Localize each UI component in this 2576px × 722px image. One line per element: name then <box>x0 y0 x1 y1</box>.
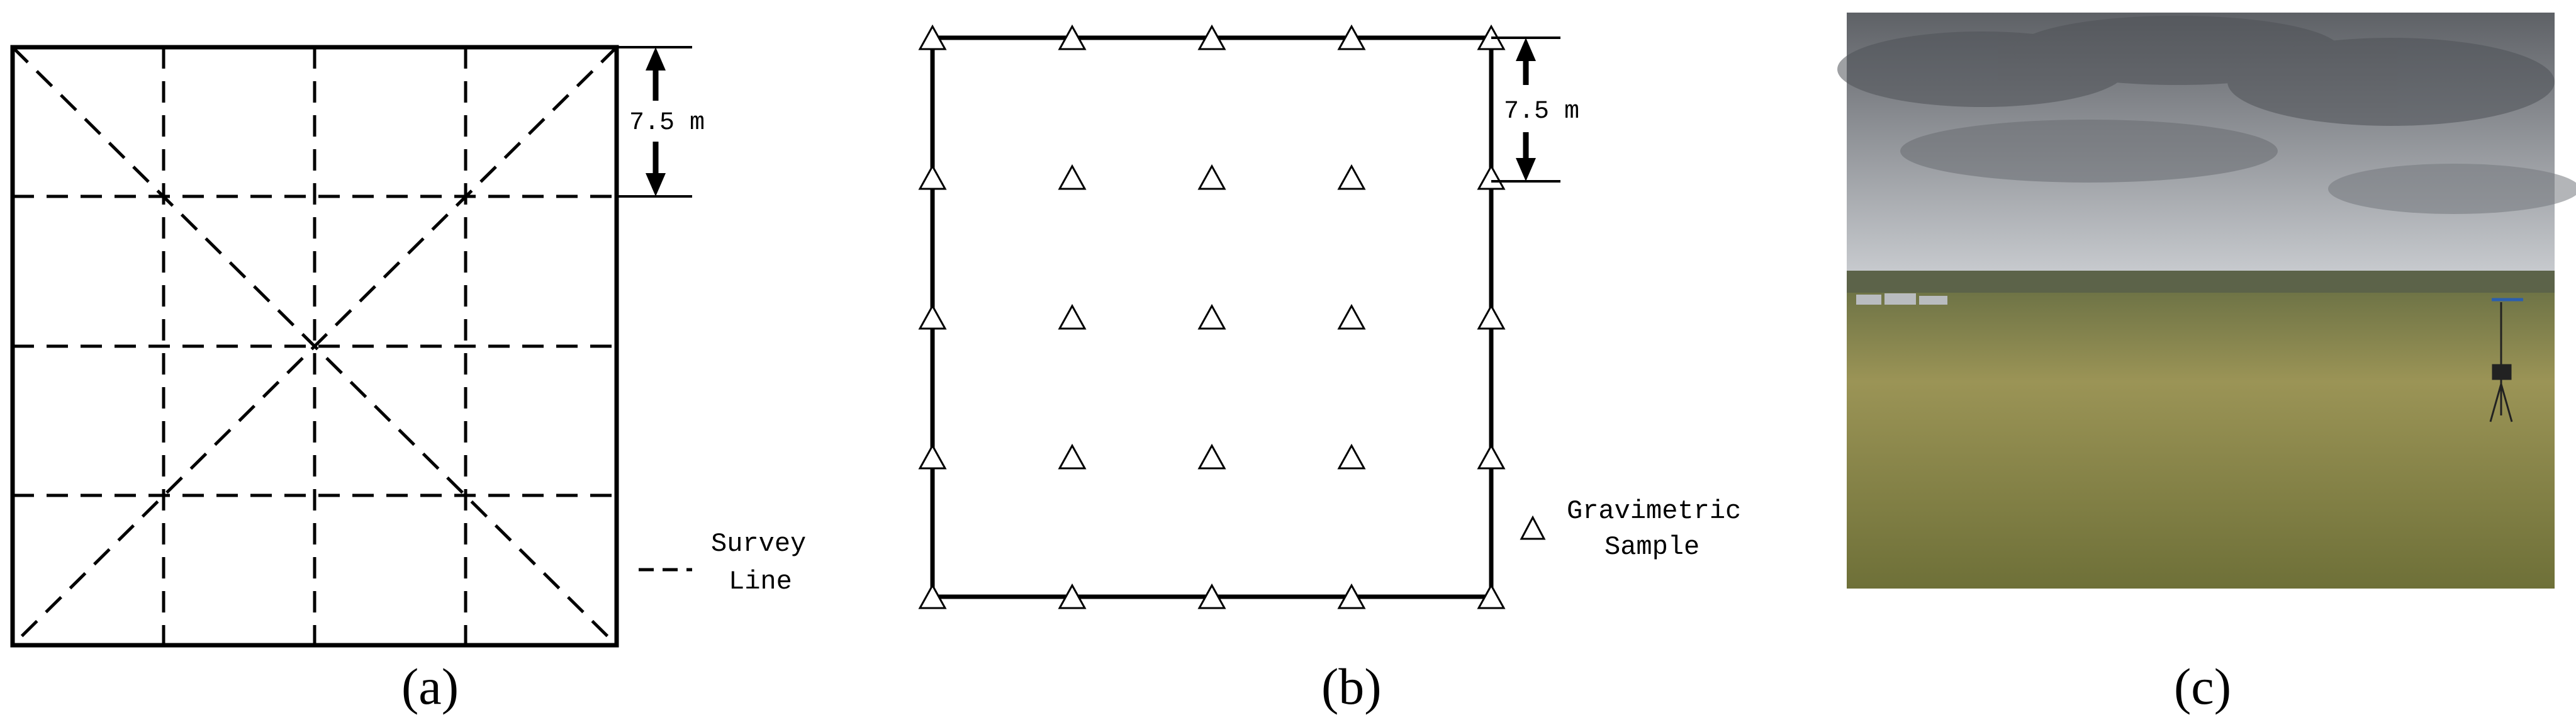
legend-gravimetric-1: Gravimetric <box>1567 496 1741 526</box>
arrow-down-icon <box>1516 158 1536 181</box>
gravimetric-sample-marker <box>918 164 947 190</box>
dimension-label: 7.5 m <box>629 109 705 137</box>
survey-grid-diagram: 7.5 m Survey Line (a) <box>10 45 806 715</box>
photo-grassland <box>1847 293 2555 589</box>
caption-b: (b) <box>1321 658 1382 715</box>
gravimetric-sample-marker <box>1337 583 1366 609</box>
gravimetric-sample-marker <box>1197 164 1226 190</box>
photo-instrument <box>2489 298 2523 422</box>
legend-survey-line-2: Line <box>729 567 792 597</box>
gravimetric-sample-marker <box>918 24 947 50</box>
caption-a: (a) <box>401 658 459 715</box>
panel-c: (c) <box>1825 0 2576 722</box>
gravimetric-sample-marker <box>1477 164 1506 190</box>
gravimetric-sample-marker <box>1058 583 1087 609</box>
gravimetric-sample-marker <box>1337 303 1366 330</box>
dimension-marker <box>617 46 692 198</box>
gravimetric-sample-marker <box>1477 583 1506 609</box>
legend-survey-line-1: Survey <box>711 529 806 559</box>
gravimetric-sample-marker <box>1477 303 1506 330</box>
gravimetric-sample-marker <box>1058 443 1087 470</box>
photo-horizon <box>1847 271 2555 296</box>
gravimetric-sample-marker <box>1337 164 1366 190</box>
gravimetric-sample-marker <box>1197 24 1226 50</box>
arrow-down-icon <box>646 173 666 196</box>
panel-b: 7.5 m Gravimetric Sample (b) <box>881 0 1762 722</box>
gravimetric-sample-marker <box>1197 303 1226 330</box>
gravimetric-sample-marker <box>1337 24 1366 50</box>
photo-buildings <box>1856 293 1947 305</box>
gravimetric-sample-marker <box>1058 24 1087 50</box>
photo-clouds <box>1837 16 2576 214</box>
sample-grid-diagram: 7.5 m Gravimetric Sample (b) <box>918 24 1741 715</box>
dimension-label: 7.5 m <box>1504 98 1579 126</box>
legend-gravimetric-2: Sample <box>1604 532 1700 562</box>
gravimetric-sample-marker <box>1197 583 1226 609</box>
gravimetric-sample-marker <box>1058 164 1087 190</box>
panel-a: 7.5 m Survey Line (a) <box>0 0 831 722</box>
arrow-up-icon <box>646 47 666 71</box>
arrow-up-icon <box>1516 38 1536 61</box>
gravimetric-sample-marker <box>918 443 947 470</box>
gravimetric-sample-marker <box>918 583 947 609</box>
field-photo: (c) <box>1837 13 2576 715</box>
triangle-icon <box>1520 515 1546 540</box>
gravimetric-sample-marker <box>918 303 947 330</box>
sample-markers <box>918 24 1506 609</box>
gravimetric-sample-marker <box>1197 443 1226 470</box>
gravimetric-sample-marker <box>1477 443 1506 470</box>
gravimetric-sample-marker <box>1058 303 1087 330</box>
gravimetric-sample-marker <box>1337 443 1366 470</box>
caption-c: (c) <box>2174 658 2231 715</box>
survey-line-diagonal <box>11 46 618 646</box>
